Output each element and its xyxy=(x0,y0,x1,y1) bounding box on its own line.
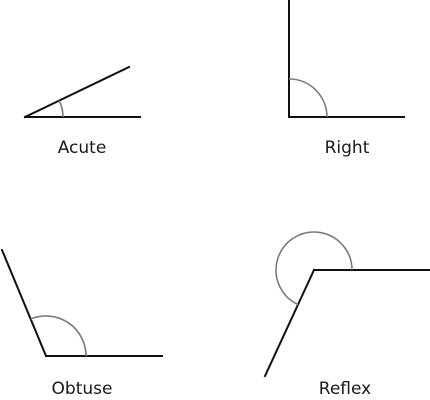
obtuse-ray-slanted xyxy=(0,248,48,358)
acute-angle-arc xyxy=(58,100,64,118)
acute-angle: Acute xyxy=(23,65,141,158)
right-angle-arc xyxy=(288,78,328,118)
obtuse-angle: Obtuse xyxy=(0,248,163,399)
right-angle: Right xyxy=(288,0,405,158)
acute-label: Acute xyxy=(58,138,107,158)
obtuse-label: Obtuse xyxy=(52,379,113,399)
reflex-ray-slanted xyxy=(263,268,316,378)
reflex-angle: Reflex xyxy=(263,231,430,399)
acute-ray-upper xyxy=(23,65,131,119)
reflex-label: Reflex xyxy=(319,379,371,399)
reflex-angle-arc xyxy=(275,231,353,306)
obtuse-angle-arc xyxy=(30,315,87,357)
right-label: Right xyxy=(325,138,370,158)
